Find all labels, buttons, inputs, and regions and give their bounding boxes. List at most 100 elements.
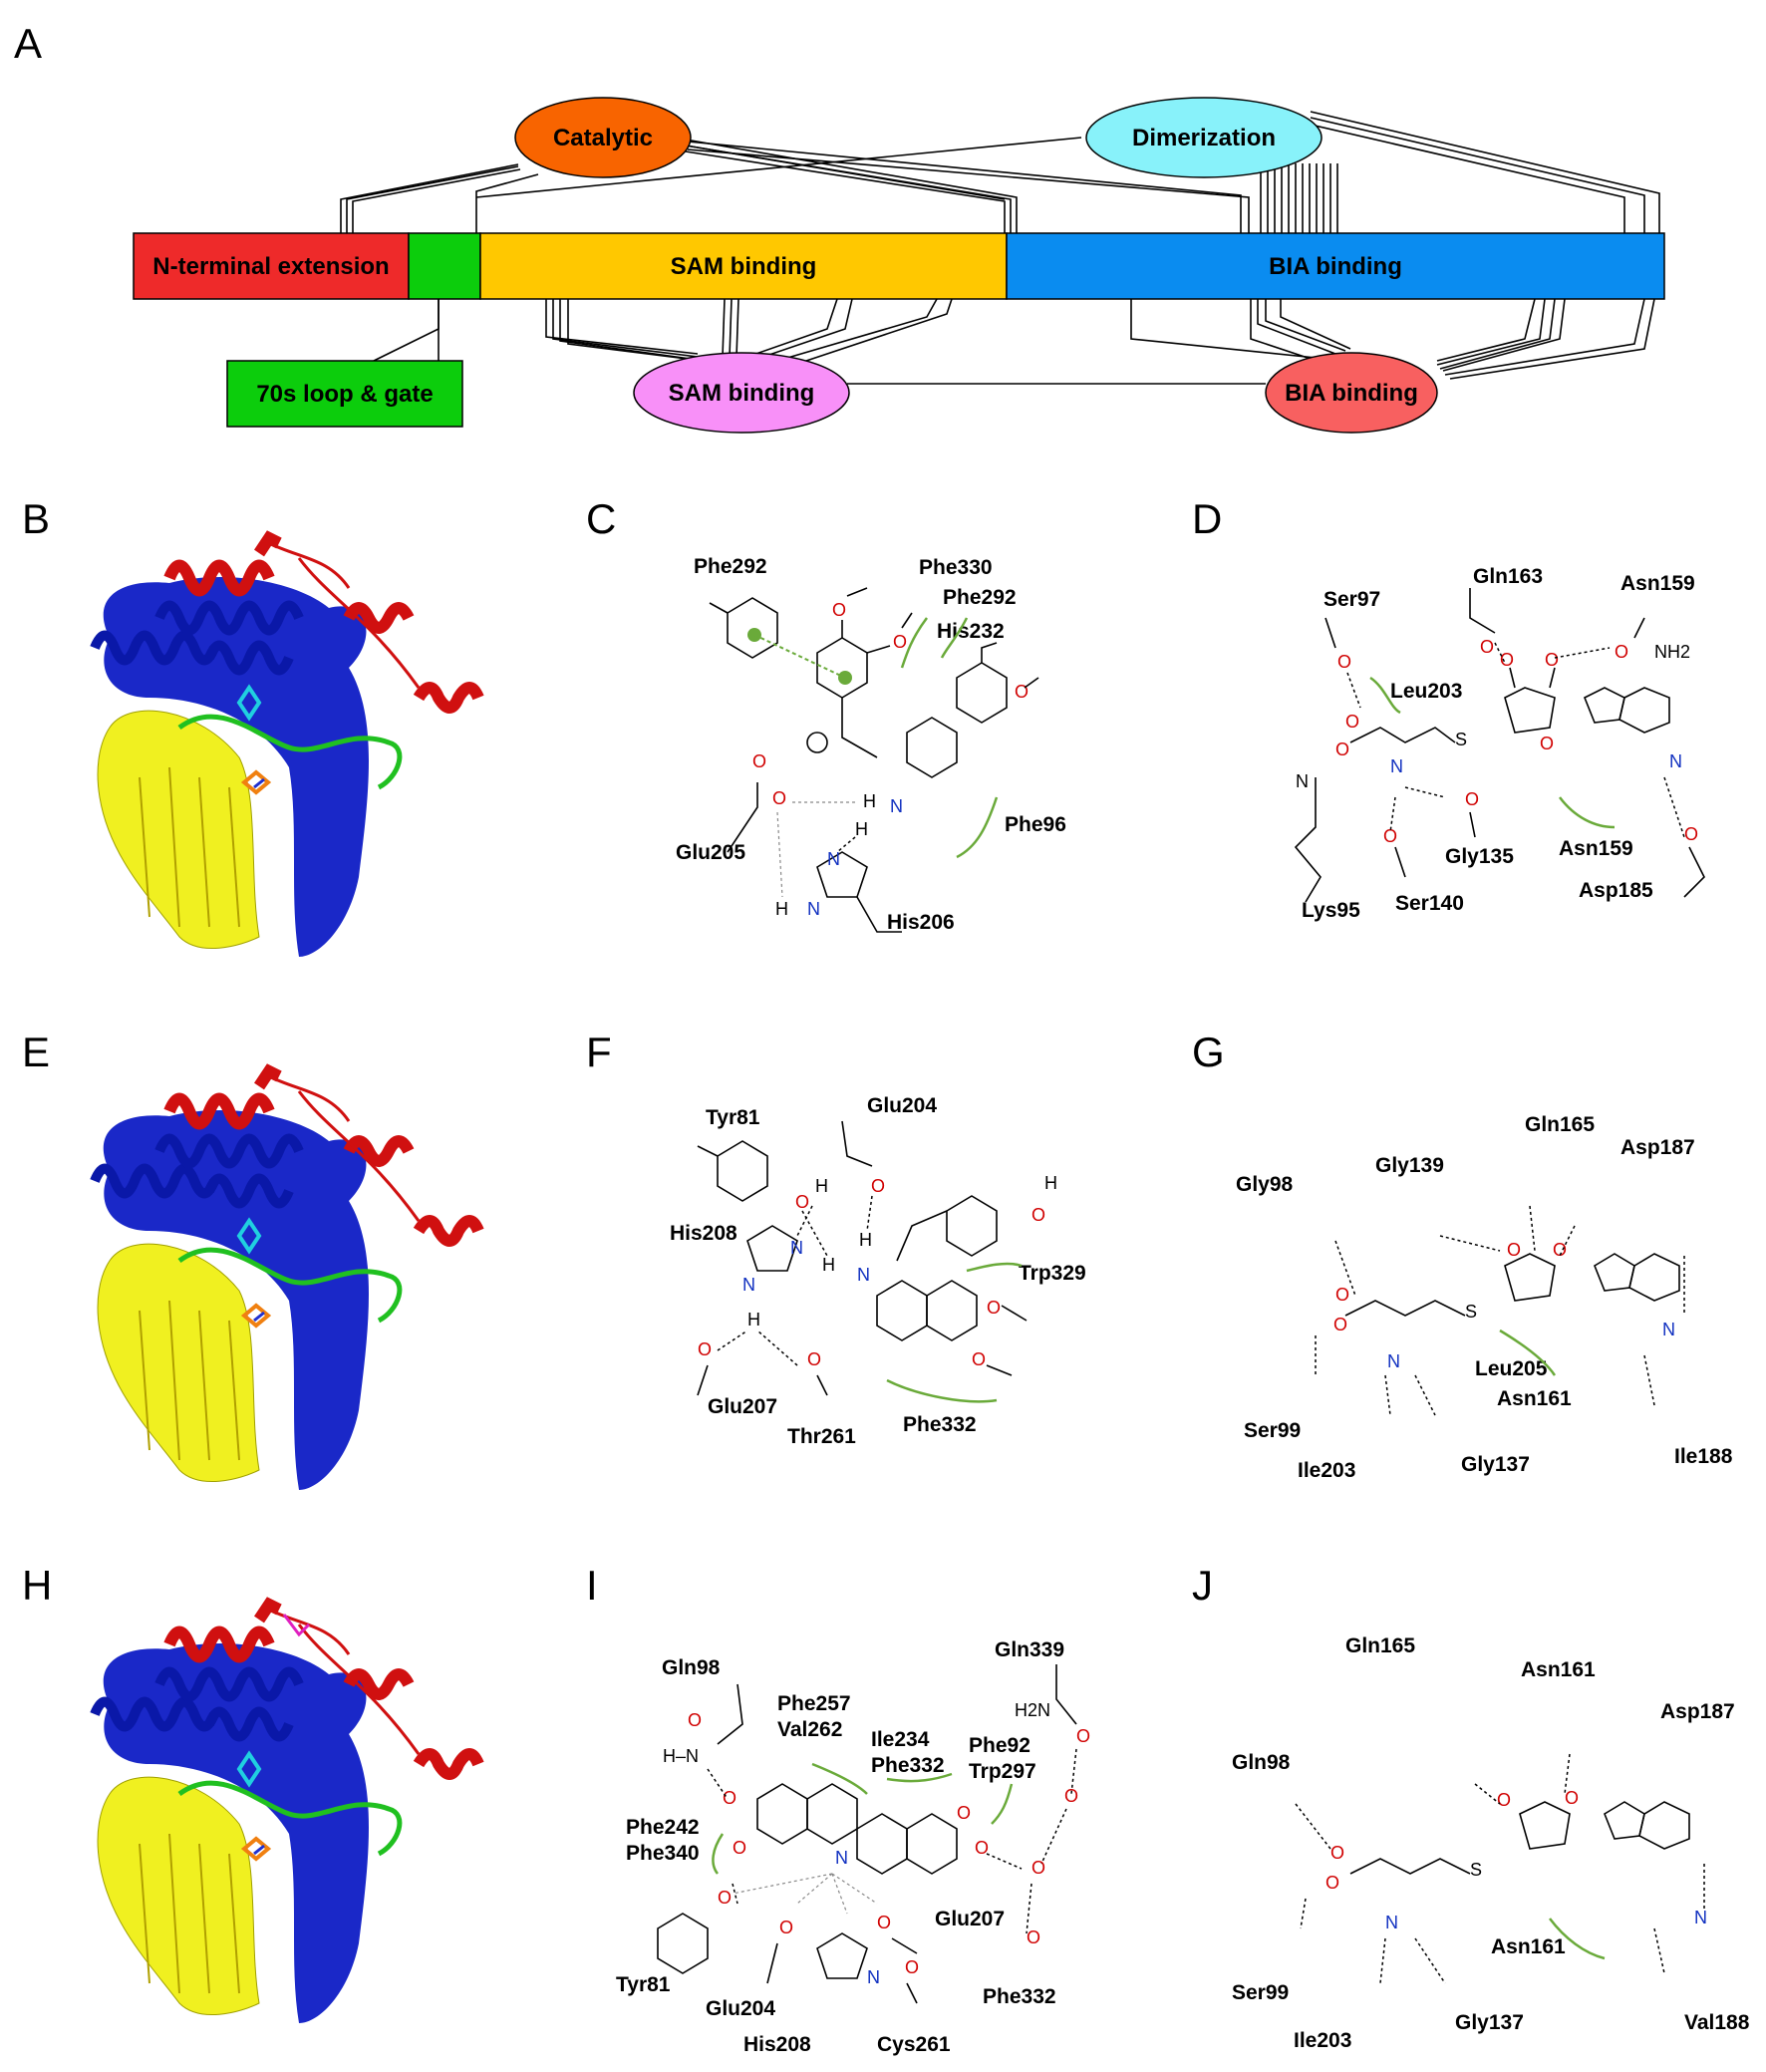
panel-label-d: D <box>1192 495 1222 542</box>
svg-text:O: O <box>1507 1240 1521 1260</box>
sam-domain <box>479 232 1008 300</box>
j-asp187: Asp187 <box>1660 1700 1735 1723</box>
loop-domain <box>408 232 481 300</box>
g-gly98: Gly98 <box>1236 1173 1294 1196</box>
svg-text:O: O <box>779 1918 793 1937</box>
panel-label-j: J <box>1192 1562 1213 1609</box>
svg-text:O: O <box>832 600 846 620</box>
f-phe332: Phe332 <box>903 1413 977 1436</box>
panel-label-f: F <box>586 1029 612 1075</box>
panel-label-c: C <box>586 495 616 542</box>
svg-text:O: O <box>1540 734 1554 753</box>
f-glu207: Glu207 <box>708 1395 777 1418</box>
j-gly137: Gly137 <box>1455 2011 1524 2034</box>
g-ile188: Ile188 <box>1674 1445 1733 1468</box>
f-thr261: Thr261 <box>787 1425 856 1448</box>
svg-text:O: O <box>1345 712 1359 732</box>
panel-label-g: G <box>1192 1029 1225 1075</box>
svg-text:O: O <box>1330 1843 1344 1863</box>
svg-text:O: O <box>1335 1285 1349 1305</box>
j-ile203: Ile203 <box>1294 2029 1351 2052</box>
svg-text:N: N <box>857 1265 870 1285</box>
c-phe292b: Phe292 <box>943 586 1017 609</box>
d-gly135: Gly135 <box>1445 845 1514 868</box>
c-phe330: Phe330 <box>919 556 993 579</box>
svg-text:O: O <box>723 1788 736 1808</box>
svg-text:N: N <box>890 796 903 816</box>
svg-text:H–N: H–N <box>663 1746 699 1766</box>
panel-c: C Phe292 Phe330 Phe292 His232 Phe96 Glu2… <box>586 495 1066 934</box>
svg-text:O: O <box>1031 1858 1045 1878</box>
svg-text:N: N <box>1390 756 1403 776</box>
i-his208: His208 <box>743 2033 811 2056</box>
svg-text:H: H <box>815 1176 828 1196</box>
catalytic-label: Catalytic <box>553 125 653 151</box>
domain-bar: N-terminal extension SAM binding BIA bin… <box>133 232 1665 300</box>
panel-label-b: B <box>22 495 50 542</box>
svg-text:H: H <box>775 899 788 919</box>
svg-text:O: O <box>698 1339 712 1359</box>
ligand-sticks <box>236 684 272 795</box>
panel-f: F Tyr81 Glu204 His208 Trp329 Glu207 Thr2… <box>586 1029 1086 1448</box>
dimerization-label: Dimerization <box>1132 125 1276 151</box>
j-gln98: Gln98 <box>1232 1751 1291 1774</box>
svg-text:N: N <box>867 1967 880 1987</box>
d-asp185: Asp185 <box>1579 879 1653 902</box>
c-glu205: Glu205 <box>676 841 745 864</box>
svg-text:S: S <box>1465 1302 1477 1322</box>
svg-text:O: O <box>1076 1726 1090 1746</box>
svg-text:N: N <box>1296 771 1309 791</box>
svg-text:O: O <box>1465 789 1479 809</box>
svg-text:O: O <box>752 751 766 771</box>
i-gln98: Gln98 <box>662 1656 721 1679</box>
svg-text:O: O <box>1064 1786 1078 1806</box>
svg-text:O: O <box>1684 824 1698 844</box>
c-phe96: Phe96 <box>1005 813 1066 836</box>
panel-label-e: E <box>22 1029 50 1075</box>
j-val188: Val188 <box>1684 2011 1750 2034</box>
d-asn159: Asn159 <box>1620 572 1695 595</box>
d-asn159b: Asn159 <box>1559 837 1633 860</box>
svg-text:O: O <box>1565 1788 1579 1808</box>
i-ile234: Ile234 <box>871 1728 930 1751</box>
i-tyr81: Tyr81 <box>616 1973 671 1996</box>
svg-text:N: N <box>790 1238 803 1258</box>
loop-gate-box <box>226 360 463 428</box>
yellow-domain-shape <box>97 710 260 950</box>
panel-a: A <box>14 20 1665 434</box>
svg-text:H: H <box>863 791 876 811</box>
protein-cartoon-e <box>22 1029 478 1490</box>
svg-text:N: N <box>1669 751 1682 771</box>
svg-text:O: O <box>1333 1315 1347 1334</box>
bia-binding-ellipse-label: BIA binding <box>1285 380 1418 407</box>
bia-domain <box>1006 232 1665 300</box>
domain-link-lines <box>340 111 1660 385</box>
f-his208: His208 <box>670 1222 737 1245</box>
svg-text:O: O <box>972 1349 986 1369</box>
c-his206: His206 <box>887 911 955 934</box>
svg-text:N: N <box>1662 1320 1675 1339</box>
d-leu203: Leu203 <box>1390 680 1462 703</box>
svg-text:NH2: NH2 <box>1654 642 1690 662</box>
svg-text:H: H <box>1044 1173 1057 1193</box>
svg-text:O: O <box>807 1349 821 1369</box>
panel-d: D Ser97 Gln163 Asn159 Leu203 Lys95 Gly13… <box>1192 495 1705 922</box>
panel-label-i: I <box>586 1562 598 1609</box>
sam-binding-ellipse-label: SAM binding <box>669 380 815 407</box>
j-asn161b: Asn161 <box>1491 1935 1566 1958</box>
svg-text:O: O <box>772 788 786 808</box>
svg-text:O: O <box>1615 642 1628 662</box>
protein-cartoon-h <box>22 1562 478 2023</box>
svg-text:O: O <box>877 1913 891 1932</box>
svg-text:O: O <box>871 1176 885 1196</box>
nterm-label: N-terminal extension <box>152 253 389 280</box>
j-gln165: Gln165 <box>1345 1634 1415 1657</box>
c-his232: His232 <box>937 620 1005 643</box>
svg-text:O: O <box>795 1192 809 1212</box>
dimerization-ellipse <box>1085 97 1323 178</box>
svg-text:S: S <box>1470 1860 1482 1880</box>
j-asn161: Asn161 <box>1521 1658 1596 1681</box>
svg-text:O: O <box>1480 637 1494 657</box>
i-glu204: Glu204 <box>706 1997 775 2020</box>
d-ser97: Ser97 <box>1324 588 1380 611</box>
